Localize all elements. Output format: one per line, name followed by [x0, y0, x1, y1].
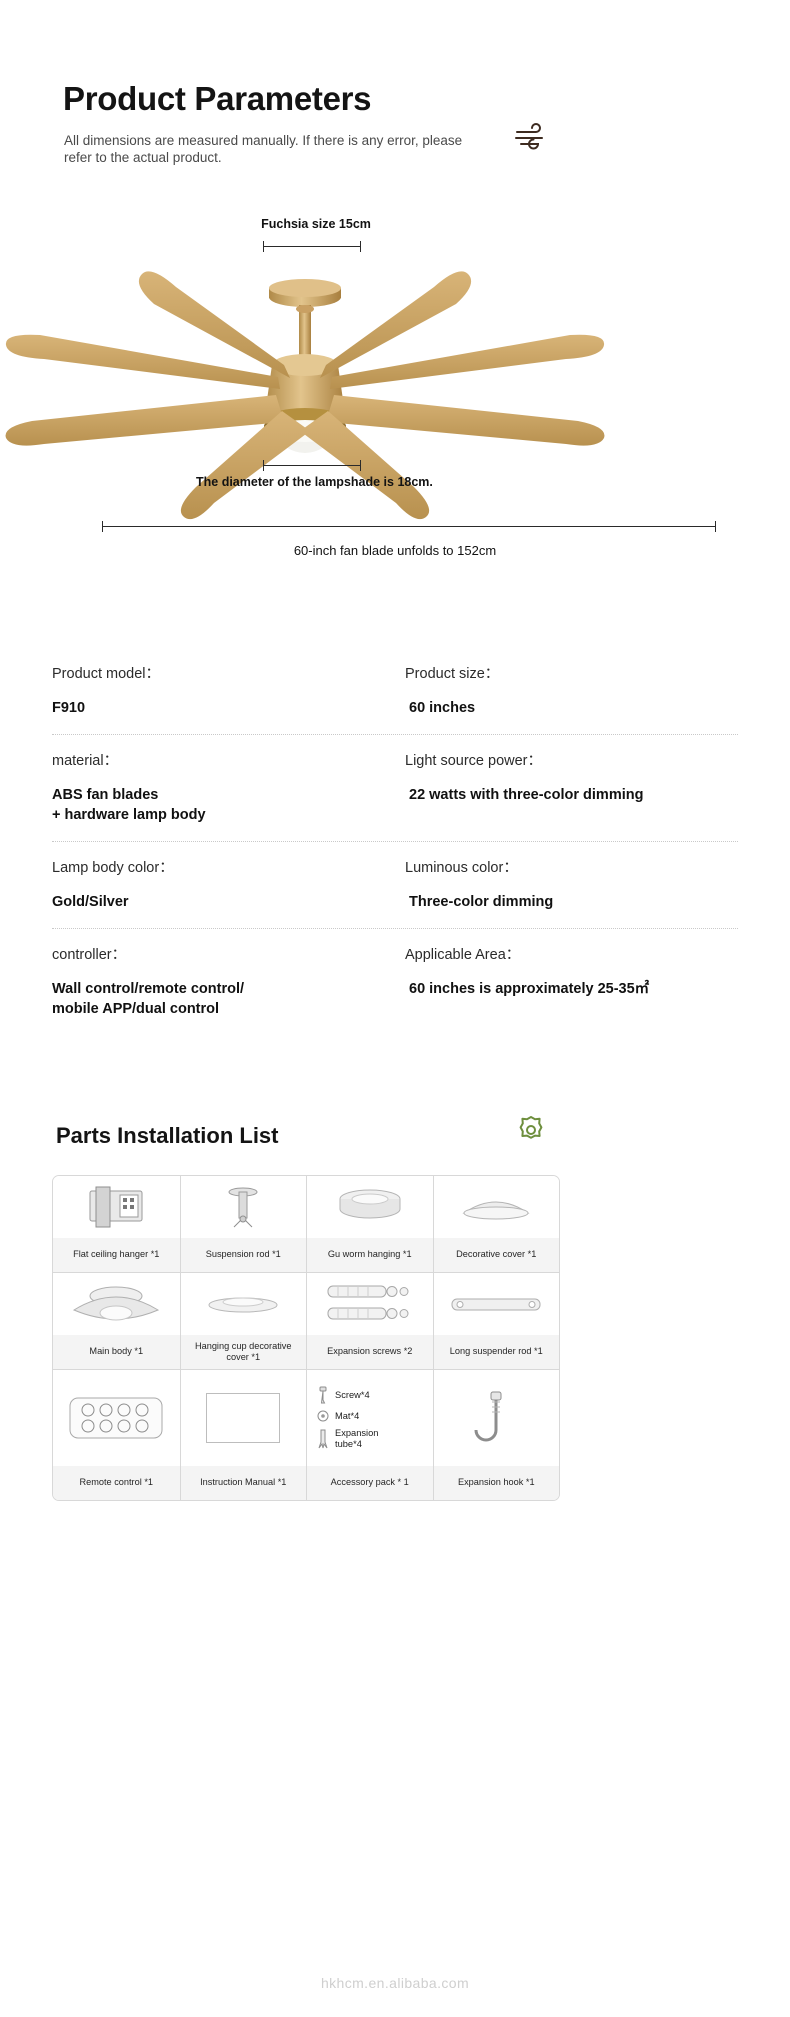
part-label: Long suspender rod *1	[433, 1335, 559, 1369]
part-label: Gu worm hanging *1	[307, 1238, 433, 1272]
accessory-entry: Mat*4	[317, 1409, 433, 1423]
lampshade-dimension-bracket	[263, 460, 361, 471]
spec-cell: Applicable Area： 60 inches is approximat…	[395, 943, 738, 1019]
spec-key: Applicable Area：	[405, 947, 521, 963]
hanging-cup-cover-icon	[180, 1273, 306, 1335]
part-label: Instruction Manual *1	[180, 1466, 306, 1500]
decorative-cover-icon	[433, 1176, 559, 1238]
fan-width-dimension-bracket	[102, 521, 716, 532]
spec-cell: Lamp body color： Gold/Silver	[52, 856, 395, 912]
lampshade-diameter-label: The diameter of the lampshade is 18cm.	[196, 475, 433, 489]
spec-key: Product size：	[405, 666, 500, 682]
spec-value: Three-color dimming	[409, 894, 554, 910]
parts-row: Flat ceiling hanger *1 Suspension rod *1	[53, 1176, 559, 1272]
page-title: Product Parameters	[63, 80, 372, 117]
part-label: Decorative cover *1	[433, 1238, 559, 1272]
fuchsia-size-label: Fuchsia size 15cm	[261, 217, 371, 231]
spec-row: controller： Wall control/remote control/…	[52, 928, 738, 1035]
part-item[interactable]: Screw*4 Mat*4 Expansion tube*4	[306, 1370, 433, 1500]
spec-key: Light source power：	[405, 753, 543, 769]
parts-section-header: Parts Installation List	[56, 1116, 543, 1149]
spec-cell: controller： Wall control/remote control/…	[52, 943, 395, 1019]
gear-icon	[516, 1115, 546, 1150]
part-label: Remote control *1	[53, 1466, 180, 1500]
spec-key: controller：	[52, 947, 127, 963]
flat-ceiling-hanger-icon	[53, 1176, 180, 1238]
spec-value: Wall control/remote control/ mobile APP/…	[52, 981, 245, 1017]
page-subtitle: All dimensions are measured manually. If…	[64, 133, 463, 165]
part-item[interactable]: Hanging cup decorative cover *1	[179, 1273, 306, 1369]
spec-value: Gold/Silver	[52, 894, 129, 910]
expansion-screws-icon	[307, 1273, 433, 1335]
spec-value: 60 inches	[409, 700, 476, 716]
suspension-rod-icon	[180, 1176, 306, 1238]
gu-worm-hanging-icon	[307, 1176, 433, 1238]
part-label: Flat ceiling hanger *1	[53, 1238, 180, 1272]
spec-cell: Product model： F910	[52, 662, 395, 718]
part-item[interactable]: Gu worm hanging *1	[306, 1176, 433, 1272]
spec-row: material： ABS fan blades + hardware lamp…	[52, 734, 738, 841]
part-item[interactable]: Expansion hook *1	[432, 1370, 559, 1500]
spec-row: Product model： F910 Product size： 60 inc…	[52, 648, 738, 734]
spec-value: F910	[52, 700, 86, 716]
part-label: Expansion screws *2	[307, 1335, 433, 1369]
wind-icon	[512, 122, 552, 157]
part-item[interactable]: Instruction Manual *1	[179, 1370, 306, 1500]
parts-row: Main body *1 Hanging cup decorative cove…	[53, 1272, 559, 1369]
spec-value: 60 inches is approximately 25-35㎡	[409, 981, 650, 997]
spec-value: 22 watts with three-color dimming	[409, 787, 644, 803]
spec-cell: Product size： 60 inches	[395, 662, 738, 718]
expansion-hook-icon	[433, 1370, 559, 1466]
part-label: Hanging cup decorative cover *1	[180, 1335, 306, 1369]
fan-diagram: Fuchsia size 15cm The diameter of the la…	[0, 195, 790, 585]
part-label: Suspension rod *1	[180, 1238, 306, 1272]
part-label: Accessory pack * 1	[307, 1466, 433, 1500]
spec-key: Luminous color：	[405, 860, 518, 876]
parts-title: Parts Installation List	[56, 1123, 279, 1148]
spec-cell: material： ABS fan blades + hardware lamp…	[52, 749, 395, 825]
watermark: hkhcm.en.alibaba.com	[320, 1975, 470, 1991]
part-item[interactable]: Remote control *1	[53, 1370, 180, 1500]
part-item[interactable]: Expansion screws *2	[306, 1273, 433, 1369]
expansion-tube-icon	[318, 1429, 328, 1449]
part-item[interactable]: Flat ceiling hanger *1	[53, 1176, 180, 1272]
remote-control-icon	[53, 1370, 180, 1466]
long-suspender-rod-icon	[433, 1273, 559, 1335]
spec-key: Lamp body color：	[52, 860, 174, 876]
accessory-entry: Expansion tube*4	[317, 1428, 433, 1450]
specification-table: Product model： F910 Product size： 60 inc…	[52, 648, 738, 1035]
parts-row: Remote control *1 Instruction Manual *1 …	[53, 1369, 559, 1500]
part-item[interactable]: Main body *1	[53, 1273, 180, 1369]
part-item[interactable]: Decorative cover *1	[432, 1176, 559, 1272]
part-item[interactable]: Long suspender rod *1	[432, 1273, 559, 1369]
screw-icon	[319, 1386, 327, 1404]
part-label: Expansion hook *1	[433, 1466, 559, 1500]
fan-width-label: 60-inch fan blade unfolds to 152cm	[293, 543, 497, 558]
spec-key: material：	[52, 753, 119, 769]
part-label: Main body *1	[53, 1335, 180, 1369]
parts-grid: Flat ceiling hanger *1 Suspension rod *1	[52, 1175, 560, 1501]
spec-key: Product model：	[52, 666, 160, 682]
mat-icon	[317, 1410, 329, 1422]
accessory-label: Screw*4	[335, 1389, 370, 1400]
accessory-label: Expansion tube*4	[335, 1428, 379, 1449]
spec-cell: Light source power： 22 watts with three-…	[395, 749, 738, 825]
fuchsia-dimension-bracket	[263, 241, 361, 252]
spec-row: Lamp body color： Gold/Silver Luminous co…	[52, 841, 738, 928]
instruction-manual-icon	[180, 1370, 306, 1466]
spec-cell: Luminous color： Three-color dimming	[395, 856, 738, 912]
main-body-icon	[53, 1273, 180, 1335]
accessory-entry: Screw*4	[317, 1386, 433, 1404]
accessory-label: Mat*4	[335, 1410, 360, 1421]
part-item[interactable]: Suspension rod *1	[179, 1176, 306, 1272]
spec-value: ABS fan blades + hardware lamp body	[52, 787, 206, 823]
accessory-pack-icon: Screw*4 Mat*4 Expansion tube*4	[307, 1370, 433, 1466]
